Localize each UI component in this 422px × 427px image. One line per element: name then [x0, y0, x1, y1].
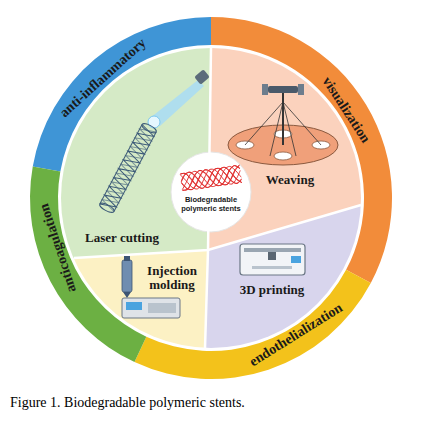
stent-icon — [180, 165, 242, 191]
center-label: Biodegradable polymeric stents — [178, 196, 244, 213]
method-label: 3D printing — [240, 283, 305, 297]
figure-caption: Figure 1. Biodegradable polymeric stents… — [10, 395, 245, 411]
weaving-icon — [228, 84, 338, 165]
method-label: Laser cutting — [85, 231, 159, 245]
divider — [205, 48, 211, 348]
method-label: Weaving — [266, 173, 314, 187]
printer-icon — [240, 244, 305, 275]
center-circle: Biodegradable polymeric stents — [171, 152, 251, 232]
divider — [74, 205, 361, 258]
node-shape — [171, 152, 251, 232]
injection-icon — [122, 256, 180, 318]
method-label: Injection molding — [139, 264, 205, 293]
laser-icon — [98, 69, 209, 214]
